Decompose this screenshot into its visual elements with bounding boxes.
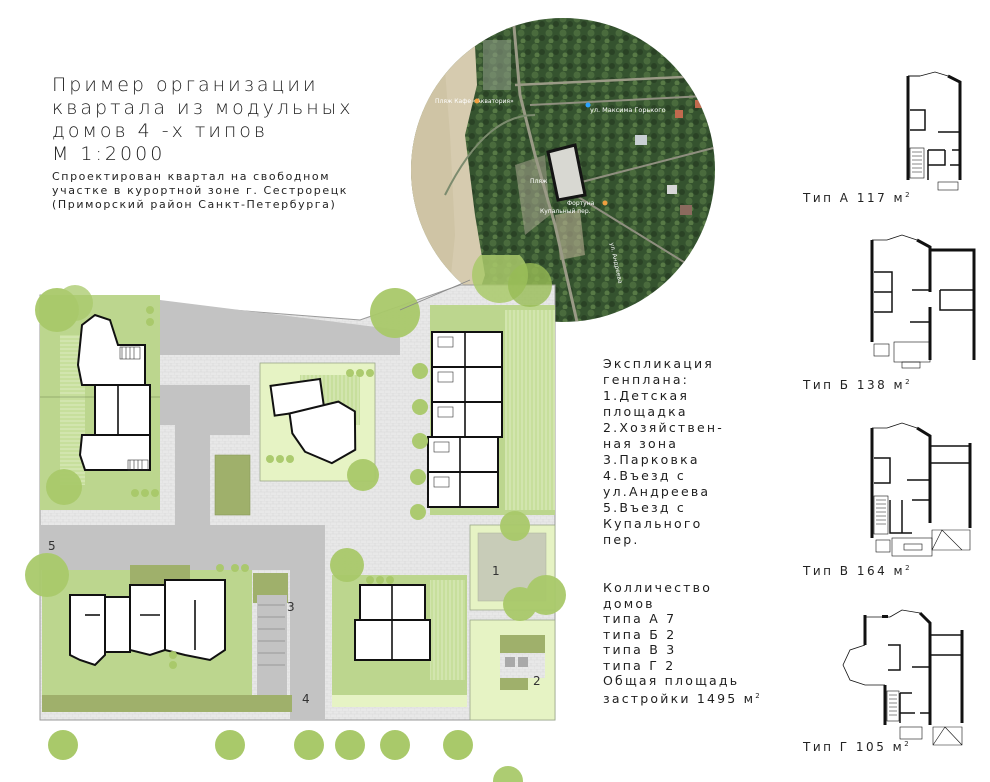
marker-2: 2 — [533, 674, 541, 688]
project-description: Спроектирован квартал на свободном участ… — [52, 170, 349, 211]
road-andreeva — [511, 18, 582, 322]
marker-5: 5 — [48, 539, 56, 553]
marker-1: 1 — [492, 564, 500, 578]
road-center — [175, 385, 210, 550]
svg-text:Пляж Кафе «Акватория»: Пляж Кафе «Акватория» — [435, 98, 514, 105]
type-b-label: Тип Б 138 м2 — [803, 378, 910, 392]
road-south-entry — [40, 525, 320, 570]
hedge-south — [42, 695, 292, 712]
house-count-summary: Колличество домов типа А 7 типа Б 2 типа… — [603, 580, 762, 706]
floorplan-type-v — [870, 422, 972, 557]
site-outline — [546, 143, 587, 202]
location-map: Пляж Кафе «Акватория» ул. Максима Горько… — [411, 18, 715, 322]
floorplan-type-a — [906, 71, 962, 191]
explication-legend: Экспликация генплана: 1.Детская площадка… — [603, 356, 724, 547]
svg-text:Купальный пер.: Купальный пер. — [540, 208, 591, 215]
trees — [25, 285, 566, 782]
sports-lawn — [214, 454, 251, 516]
parking — [257, 595, 287, 695]
street-trees — [48, 730, 473, 760]
floorplan-type-b — [870, 234, 976, 369]
marker-3: 3 — [287, 600, 295, 614]
svg-text:ул. Максима Горького: ул. Максима Горького — [590, 106, 666, 114]
type-g-label: Тип Г 105 м2 — [803, 740, 909, 754]
svg-text:Фортуна: Фортуна — [567, 200, 595, 207]
scale-label: М 1:2000 — [52, 143, 166, 165]
site-plan: 5 1 2 3 4 — [25, 255, 566, 782]
marker-4: 4 — [302, 692, 310, 706]
floorplan-type-g — [842, 609, 964, 746]
type-v-label: Тип В 164 м2 — [803, 564, 910, 578]
type-a-label: Тип А 117 м2 — [803, 191, 910, 205]
road-top — [160, 300, 400, 355]
page-title: Пример организации квартала из модульных… — [52, 74, 354, 165]
road-andreeva-entry — [290, 525, 325, 720]
svg-text:Пляж: Пляж — [530, 178, 548, 185]
